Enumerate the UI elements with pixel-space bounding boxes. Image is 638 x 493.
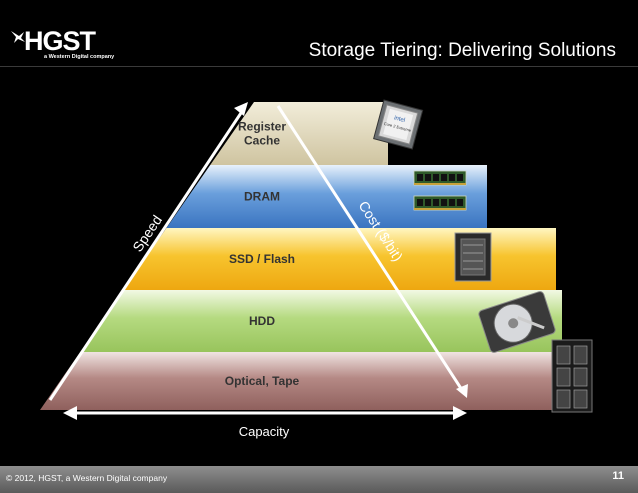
- memory-module-icon: [413, 170, 467, 211]
- tape-library-icon: [551, 339, 593, 413]
- cost-arrow: [276, 105, 468, 398]
- logo-subtext: a Western Digital company: [44, 54, 115, 60]
- tier-label: DRAM: [244, 190, 280, 204]
- footer-copyright: © 2012, HGST, a Western Digital company: [6, 473, 168, 483]
- tier-band: [210, 102, 388, 165]
- bird-logo-icon: [11, 31, 25, 43]
- hard-disk-icon: [478, 291, 556, 353]
- tier-band: [80, 290, 562, 352]
- logo-wordmark: HGST: [24, 26, 96, 56]
- tier-label: SSD / Flash: [229, 252, 295, 266]
- capacity-arrow: [63, 406, 467, 420]
- ssd-drive-icon: [454, 232, 492, 282]
- tier-label: HDD: [249, 314, 275, 328]
- tier-label: Register: [238, 120, 286, 134]
- title-divider: [0, 66, 638, 67]
- tier-label: Cache: [244, 134, 280, 148]
- capacity-label: Capacity: [239, 424, 290, 439]
- tier-band: [166, 165, 488, 228]
- tier-band: [40, 352, 573, 410]
- slide-number: 11: [612, 470, 624, 482]
- page-title: Storage Tiering: Delivering Solutions: [308, 40, 616, 61]
- tier-band: [123, 228, 557, 290]
- tier-label: Optical, Tape: [225, 374, 300, 388]
- hgst-logo: HGST a Western Digital company: [11, 26, 115, 60]
- cpu-brand-text: intel: [393, 115, 405, 124]
- speed-arrow: [48, 102, 248, 401]
- footer-bar: [0, 466, 638, 493]
